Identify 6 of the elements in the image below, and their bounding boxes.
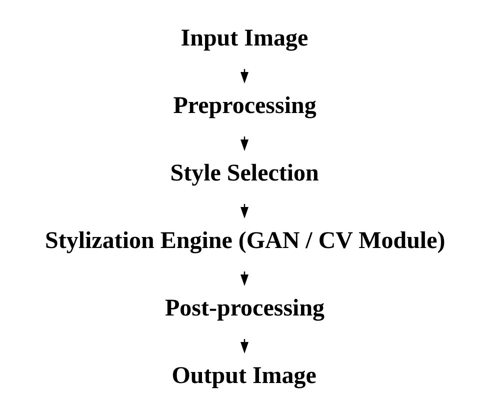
- node-text: Preprocessing: [173, 92, 316, 119]
- node-text: Post-processing: [165, 295, 325, 322]
- node-text: Style Selection: [170, 160, 319, 186]
- node-text: Stylization Engine (GAN / CV Module): [45, 228, 446, 254]
- node-text: Output Image: [172, 362, 316, 389]
- node-text: Input Image: [180, 25, 308, 52]
